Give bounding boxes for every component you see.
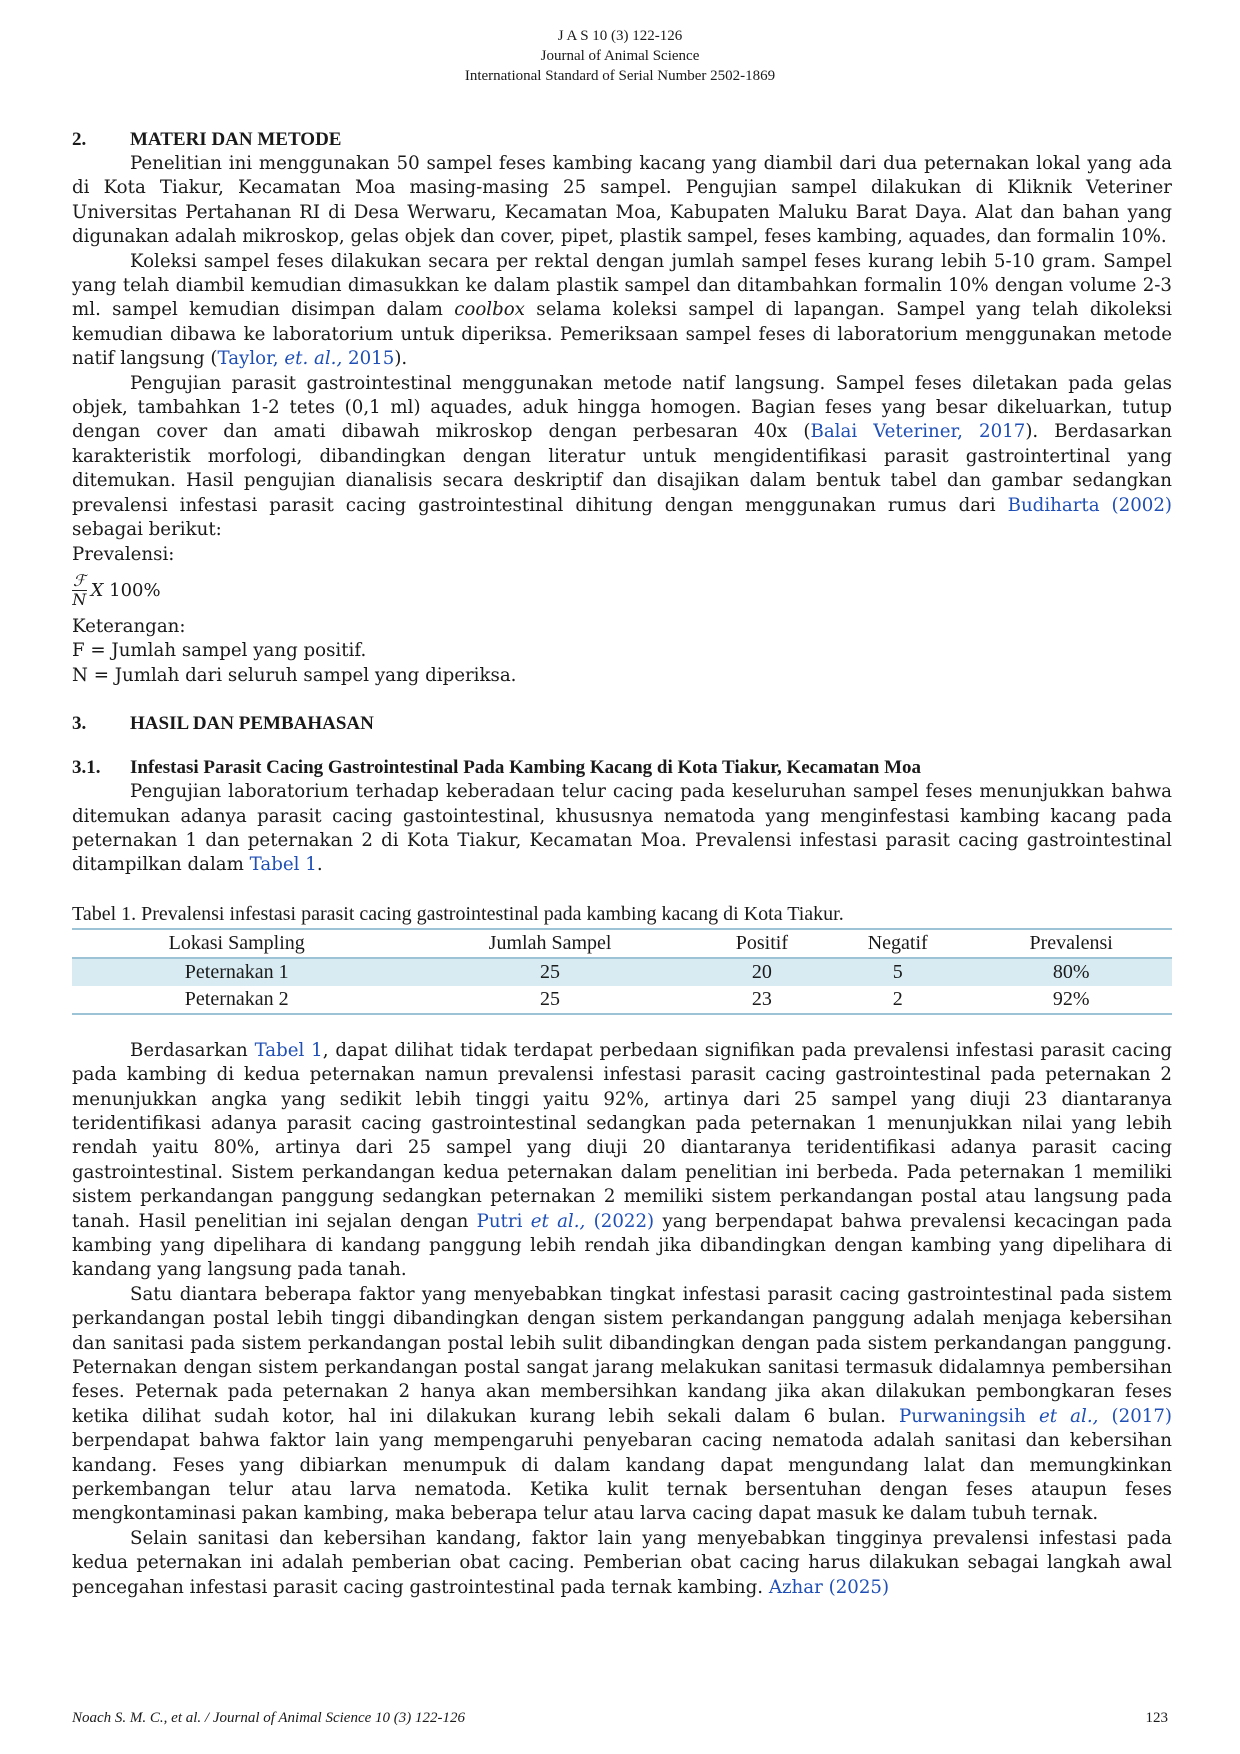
keterangan-label: Keterangan: — [72, 615, 186, 637]
table-reference-link[interactable]: Tabel 1 — [254, 1039, 323, 1061]
citation-text: Purwaningsih — [899, 1405, 1039, 1427]
prevalence-formula: ℱ N X 100% — [72, 567, 1172, 615]
spacer — [72, 688, 1172, 712]
table-header-row: Lokasi Sampling Jumlah Sampel Positif Ne… — [72, 927, 1172, 959]
citation-text: 2015 — [342, 348, 395, 370]
prevalence-table: Lokasi Sampling Jumlah Sampel Positif Ne… — [72, 927, 1172, 1015]
column-header: Positif — [698, 927, 826, 959]
formula-x: X — [90, 580, 104, 602]
paragraph-text: , dapat dilihat tidak terdapat perbedaan… — [72, 1039, 1172, 1232]
paragraph-text: Pengujian parasit gastrointestinal mengg… — [72, 372, 1172, 443]
section-3-heading: 3. HASIL DAN PEMBAHASAN — [72, 712, 1172, 736]
issn-line: International Standard of Serial Number … — [464, 68, 776, 84]
formula-denominator: N — [72, 590, 87, 610]
paragraph-text: Pengujian laboratorium terhadap keberada… — [72, 781, 1172, 876]
citation-link[interactable]: Purwaningsih et al., (2017) — [899, 1406, 1172, 1427]
citation-italic: et al., — [530, 1210, 586, 1232]
section-title: HASIL DAN PEMBAHASAN — [130, 713, 374, 735]
table-cell: 92% — [970, 985, 1172, 1015]
page-number: 123 — [1145, 1710, 1169, 1726]
citation-text: (2022) — [585, 1210, 655, 1232]
paragraph-text: Koleksi sampel feses dilakukan secara pe… — [72, 250, 1172, 321]
paragraph-text: berpendapat bahwa faktor lain yang mempe… — [72, 1430, 1172, 1525]
section-2-heading: 2. MATERI DAN METODE — [72, 128, 1172, 152]
paragraph-text: Penelitian ini menggunakan 50 sampel fes… — [72, 153, 1172, 248]
table-caption: Tabel 1. Prevalensi infestasi parasit ca… — [72, 902, 844, 925]
paragraph: Pengujian laboratorium terhadap keberada… — [72, 780, 1172, 878]
paragraph-text: sebagai berikut: — [72, 519, 222, 541]
table-cell: 20 — [698, 957, 826, 986]
table-cell: 25 — [401, 957, 699, 986]
paragraph: Pengujian parasit gastrointestinal mengg… — [72, 372, 1172, 543]
formula-percent: 100% — [109, 580, 161, 602]
paragraph-text: Selain sanitasi dan kebersihan kandang, … — [72, 1527, 1172, 1598]
citation-italic: et al., — [1038, 1405, 1099, 1427]
paragraph-text: yang berpendapat bahwa prevalensi kecaci… — [72, 1210, 1172, 1281]
paragraph-text: Satu diantara beberapa faktor yang menye… — [72, 1283, 1172, 1427]
paragraph: Satu diantara beberapa faktor yang menye… — [72, 1283, 1172, 1527]
running-header: J A S 10 (3) 122-126 Journal of Animal S… — [0, 26, 1240, 86]
table-row: Peternakan 1 25 20 5 80% — [72, 957, 1172, 986]
spacer — [72, 746, 1172, 756]
table-cell: 23 — [698, 985, 826, 1015]
citation-italic: et. al., — [284, 348, 343, 370]
page-body: 2. MATERI DAN METODE Penelitian ini mengg… — [72, 128, 1172, 1600]
subsection-number: 3.1. — [72, 757, 101, 779]
paragraph-text: ). — [394, 348, 408, 370]
paragraph-text: selama koleksi sampel di lapangan. Sampe… — [72, 299, 1173, 370]
paragraph-text: . — [316, 854, 323, 876]
italic-term: coolbox — [454, 299, 525, 321]
citation-text: (2017) — [1098, 1405, 1172, 1427]
prevalensi-label: Prevalensi: — [72, 543, 175, 565]
table-cell: 80% — [970, 957, 1172, 986]
table-cell: Peternakan 1 — [72, 957, 402, 986]
citation-text: Putri — [476, 1210, 531, 1232]
subsection-3-1-heading: 3.1. Infestasi Parasit Cacing Gastrointes… — [72, 756, 1172, 780]
section-number: 3. — [72, 713, 87, 735]
formula-multiplier: X 100% — [91, 580, 161, 601]
table-reference-link[interactable]: Tabel 1 — [249, 854, 317, 876]
paragraph: Koleksi sampel feses dilakukan secara pe… — [72, 250, 1172, 372]
paragraph: Berdasarkan Tabel 1, dapat dilihat tidak… — [72, 1039, 1172, 1283]
subsection-title: Infestasi Parasit Cacing Gastrointestina… — [130, 757, 922, 779]
section-title: MATERI DAN METODE — [130, 129, 342, 150]
citation-text: Taylor, — [217, 348, 285, 370]
paragraph-text: Berdasarkan — [130, 1039, 255, 1061]
table-cell: Peternakan 2 — [72, 985, 402, 1015]
page-footer: Noach S. M. C., et al. / Journal of Anim… — [72, 1710, 1172, 1727]
footer-citation: Noach S. M. C., et al. / Journal of Anim… — [72, 1710, 465, 1726]
spacer — [72, 1015, 1172, 1039]
formula-fraction: ℱ N — [72, 572, 87, 609]
citation-link[interactable]: Putri et al., (2022) — [477, 1211, 655, 1232]
journal-volume: J A S 10 (3) 122-126 — [557, 28, 683, 44]
section-number: 2. — [72, 129, 87, 150]
definition-f: F = Jumlah sampel yang positif. — [72, 640, 367, 662]
paragraph: Penelitian ini menggunakan 50 sampel fes… — [72, 152, 1172, 250]
table-cell: 5 — [825, 957, 971, 986]
citation-link[interactable]: Azhar (2025) — [768, 1576, 890, 1598]
table-row: Peternakan 2 25 23 2 92% — [72, 985, 1172, 1015]
definition-n: N = Jumlah dari seluruh sampel yang dipe… — [72, 664, 517, 686]
column-header: Lokasi Sampling — [72, 927, 402, 959]
spacer — [72, 736, 1172, 746]
citation-link[interactable]: Taylor, et. al., 2015 — [218, 348, 395, 369]
column-header: Prevalensi — [970, 927, 1172, 959]
citation-link[interactable]: Balai Veteriner, 2017 — [810, 421, 1026, 443]
citation-link[interactable]: Budiharta (2002) — [1007, 494, 1173, 516]
table-cell: 25 — [401, 985, 699, 1015]
spacer — [72, 878, 1172, 902]
formula-numerator: ℱ — [72, 571, 87, 592]
column-header: Negatif — [825, 927, 971, 959]
paragraph-text: ). Berdasarkan karakteristik morfologi, … — [72, 421, 1173, 516]
table-cell: 2 — [825, 985, 971, 1015]
column-header: Jumlah Sampel — [401, 927, 699, 959]
paragraph: Selain sanitasi dan kebersihan kandang, … — [72, 1527, 1172, 1600]
journal-name: Journal of Animal Science — [540, 48, 700, 64]
